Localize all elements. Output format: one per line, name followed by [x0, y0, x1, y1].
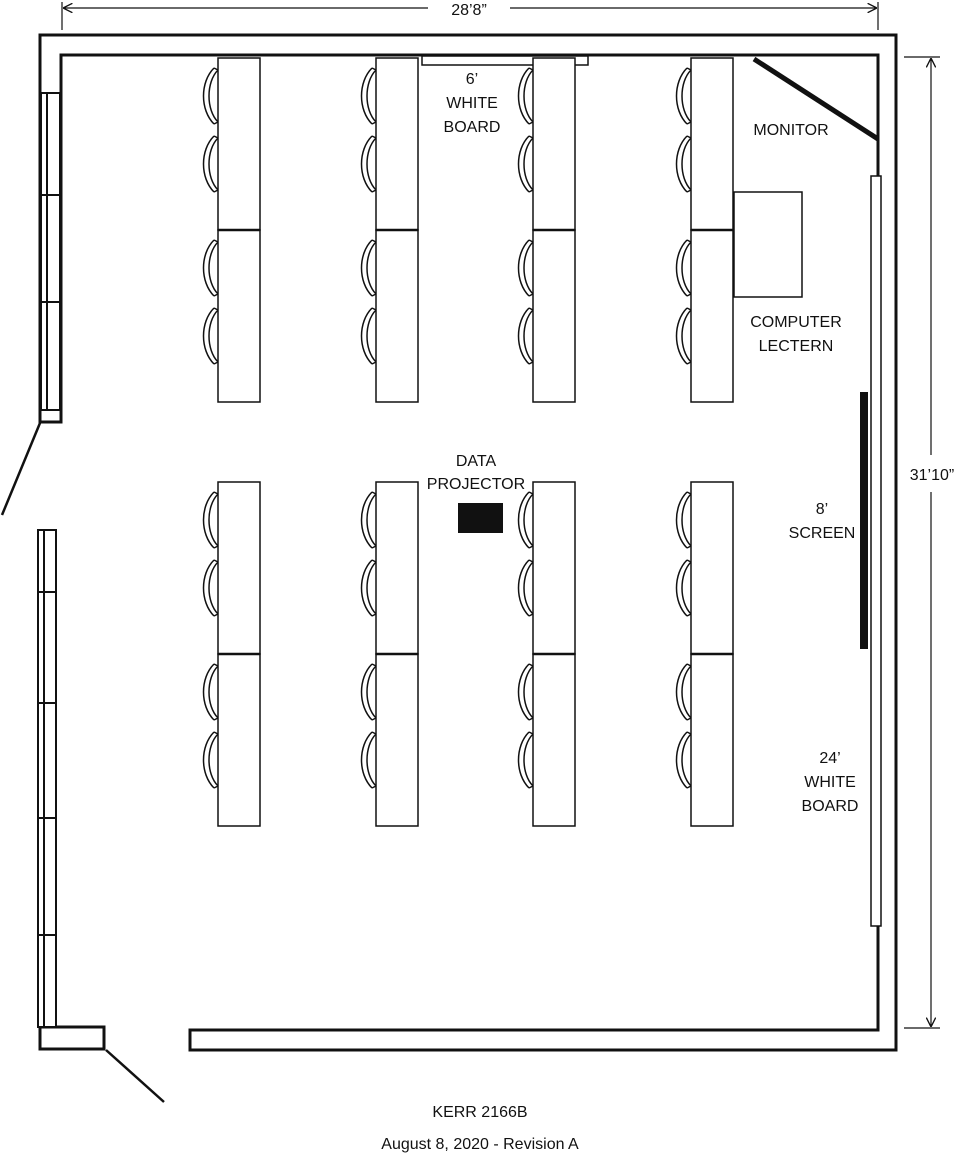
desk — [690, 481, 734, 655]
seating-area — [202, 57, 734, 827]
computer-lectern-label-1: COMPUTER — [750, 314, 842, 331]
height-dimension — [904, 56, 940, 1029]
chair — [360, 491, 377, 549]
chair — [517, 663, 534, 721]
room-walls — [38, 33, 898, 1052]
chair — [202, 67, 219, 125]
chair — [517, 239, 534, 297]
chair — [675, 559, 692, 617]
desk — [690, 653, 734, 827]
whiteboard-small-label: 6’ WHITE BOARD — [444, 71, 501, 136]
desk — [217, 653, 261, 827]
large-whiteboard — [870, 175, 882, 927]
whiteboard-large-label-2: WHITE — [804, 774, 856, 791]
screen-label: 8’ SCREEN — [789, 501, 856, 542]
computer-lectern-label-2: LECTERN — [759, 338, 834, 355]
computer-lectern — [733, 191, 803, 298]
chair — [360, 135, 377, 193]
chair — [360, 731, 377, 789]
desk — [690, 229, 734, 403]
chair — [517, 731, 534, 789]
desk — [375, 481, 419, 655]
door-upper-left — [0, 422, 42, 516]
chair — [517, 67, 534, 125]
chair — [517, 135, 534, 193]
chair — [517, 491, 534, 549]
desk — [375, 229, 419, 403]
whiteboard-large-label: 24’ WHITE BOARD — [802, 750, 859, 815]
computer-lectern-label: COMPUTER LECTERN — [750, 314, 842, 355]
chair — [675, 731, 692, 789]
chair — [202, 307, 219, 365]
desk — [532, 57, 576, 231]
revision-date: August 8, 2020 - Revision A — [381, 1136, 579, 1153]
chair — [360, 239, 377, 297]
room-name: KERR 2166B — [432, 1104, 528, 1121]
monitor-label: MONITOR — [753, 122, 828, 139]
whiteboard-large-label-1: 24’ — [819, 750, 840, 767]
desk — [375, 57, 419, 231]
small-whiteboard — [421, 55, 589, 66]
chair — [360, 307, 377, 365]
desk — [690, 57, 734, 231]
desk — [532, 229, 576, 403]
width-label: 28’8” — [451, 2, 487, 19]
desk — [217, 57, 261, 231]
chair — [675, 239, 692, 297]
monitor-icon — [752, 56, 880, 142]
chair — [202, 559, 219, 617]
chair — [675, 135, 692, 193]
data-projector-icon — [458, 503, 503, 533]
chair — [202, 663, 219, 721]
screen-label-2: SCREEN — [789, 525, 856, 542]
desk — [217, 229, 261, 403]
chair — [517, 307, 534, 365]
data-projector-label: DATA PROJECTOR — [427, 453, 525, 493]
chair — [202, 239, 219, 297]
screen-label-1: 8’ — [816, 501, 828, 518]
door-lower-left — [105, 1049, 165, 1103]
desk — [375, 653, 419, 827]
height-label: 31’10” — [910, 467, 954, 484]
chair — [517, 559, 534, 617]
projection-screen — [860, 392, 868, 649]
chair — [360, 663, 377, 721]
data-projector-label-1: DATA — [456, 453, 497, 470]
chair — [675, 67, 692, 125]
doors — [0, 422, 165, 1103]
desk — [532, 653, 576, 827]
chair — [675, 491, 692, 549]
chair — [360, 559, 377, 617]
chair — [675, 307, 692, 365]
desk — [532, 481, 576, 655]
data-projector-label-2: PROJECTOR — [427, 476, 525, 493]
whiteboard-small-label-3: BOARD — [444, 119, 501, 136]
whiteboard-small-label-1: 6’ — [466, 71, 478, 88]
width-dimension — [61, 2, 879, 30]
chair — [202, 491, 219, 549]
whiteboard-large-label-3: BOARD — [802, 798, 859, 815]
whiteboard-small-label-2: WHITE — [446, 95, 498, 112]
chair — [202, 135, 219, 193]
left-wall-windows — [37, 92, 61, 1028]
chair — [360, 67, 377, 125]
chair — [675, 663, 692, 721]
desk — [217, 481, 261, 655]
chair — [202, 731, 219, 789]
